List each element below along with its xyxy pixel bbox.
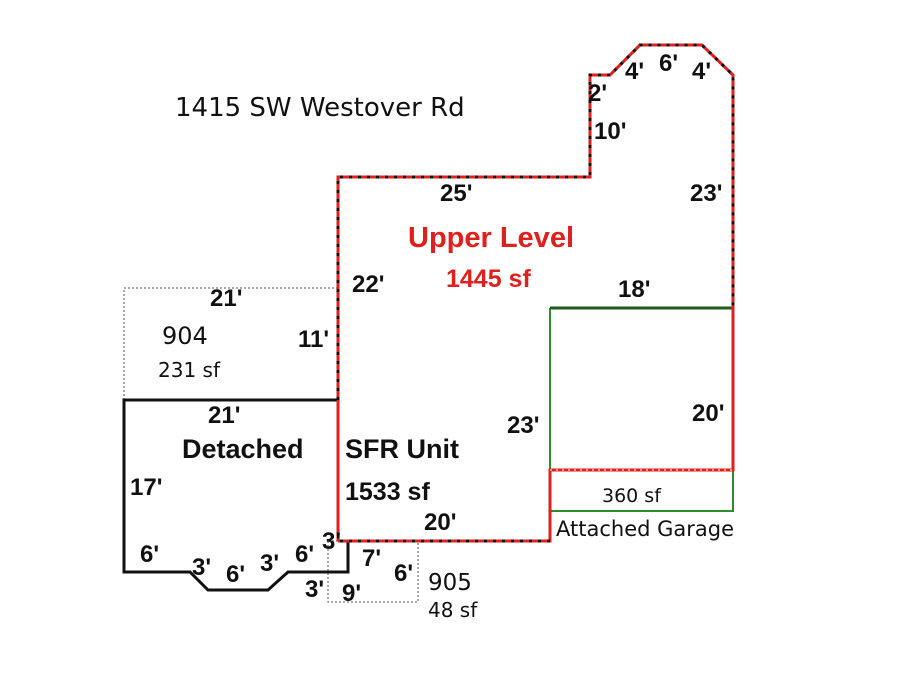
sfr-label-part1: Detached bbox=[182, 434, 304, 464]
dim-label: 6' bbox=[140, 541, 160, 568]
address-label: 1415 SW Westover Rd bbox=[175, 93, 465, 123]
dim-label: 20' bbox=[424, 509, 457, 536]
dim-label: 4' bbox=[625, 58, 645, 85]
area-904-size: 231 sf bbox=[158, 358, 220, 382]
dim-label: 23' bbox=[690, 180, 723, 207]
dim-label: 25' bbox=[440, 180, 473, 207]
dim-label: 3' bbox=[322, 528, 342, 555]
dim-label: 22' bbox=[352, 271, 385, 298]
area-905-label: 905 bbox=[428, 570, 472, 596]
dim-label: 10' bbox=[594, 118, 627, 145]
dim-label: 6' bbox=[659, 50, 679, 77]
area-905-size: 48 sf bbox=[428, 598, 478, 622]
dim-label: 2' bbox=[588, 80, 608, 107]
upper-level-outline bbox=[336, 43, 735, 543]
dim-label: 23' bbox=[507, 412, 540, 439]
upper-level-label: Upper Level bbox=[408, 222, 574, 254]
garage-size: 360 sf bbox=[602, 485, 661, 507]
dim-label: 11' bbox=[298, 326, 330, 353]
dim-label: 6' bbox=[394, 560, 414, 587]
dim-label: 6' bbox=[226, 561, 246, 588]
dim-label: 3' bbox=[192, 554, 212, 581]
dim-label: 21' bbox=[208, 402, 241, 429]
dim-label: 6' bbox=[295, 541, 315, 568]
upper-level-size: 1445 sf bbox=[446, 265, 531, 293]
dim-label: 21' bbox=[210, 285, 243, 312]
dim-label: 20' bbox=[692, 400, 725, 427]
dim-label: 18' bbox=[618, 276, 651, 303]
dim-label: 4' bbox=[692, 58, 712, 85]
dim-label: 3' bbox=[305, 576, 325, 603]
sfr-outline bbox=[122, 398, 350, 592]
dim-label: 9' bbox=[342, 580, 362, 607]
dim-label: 7' bbox=[362, 545, 382, 572]
area-904-label: 904 bbox=[162, 322, 208, 350]
sfr-size: 1533 sf bbox=[345, 478, 430, 506]
garage-label: Attached Garage bbox=[556, 517, 735, 541]
dim-label: 17' bbox=[130, 474, 163, 501]
sfr-label-part2: SFR Unit bbox=[345, 434, 459, 464]
dim-label: 3' bbox=[260, 550, 280, 577]
